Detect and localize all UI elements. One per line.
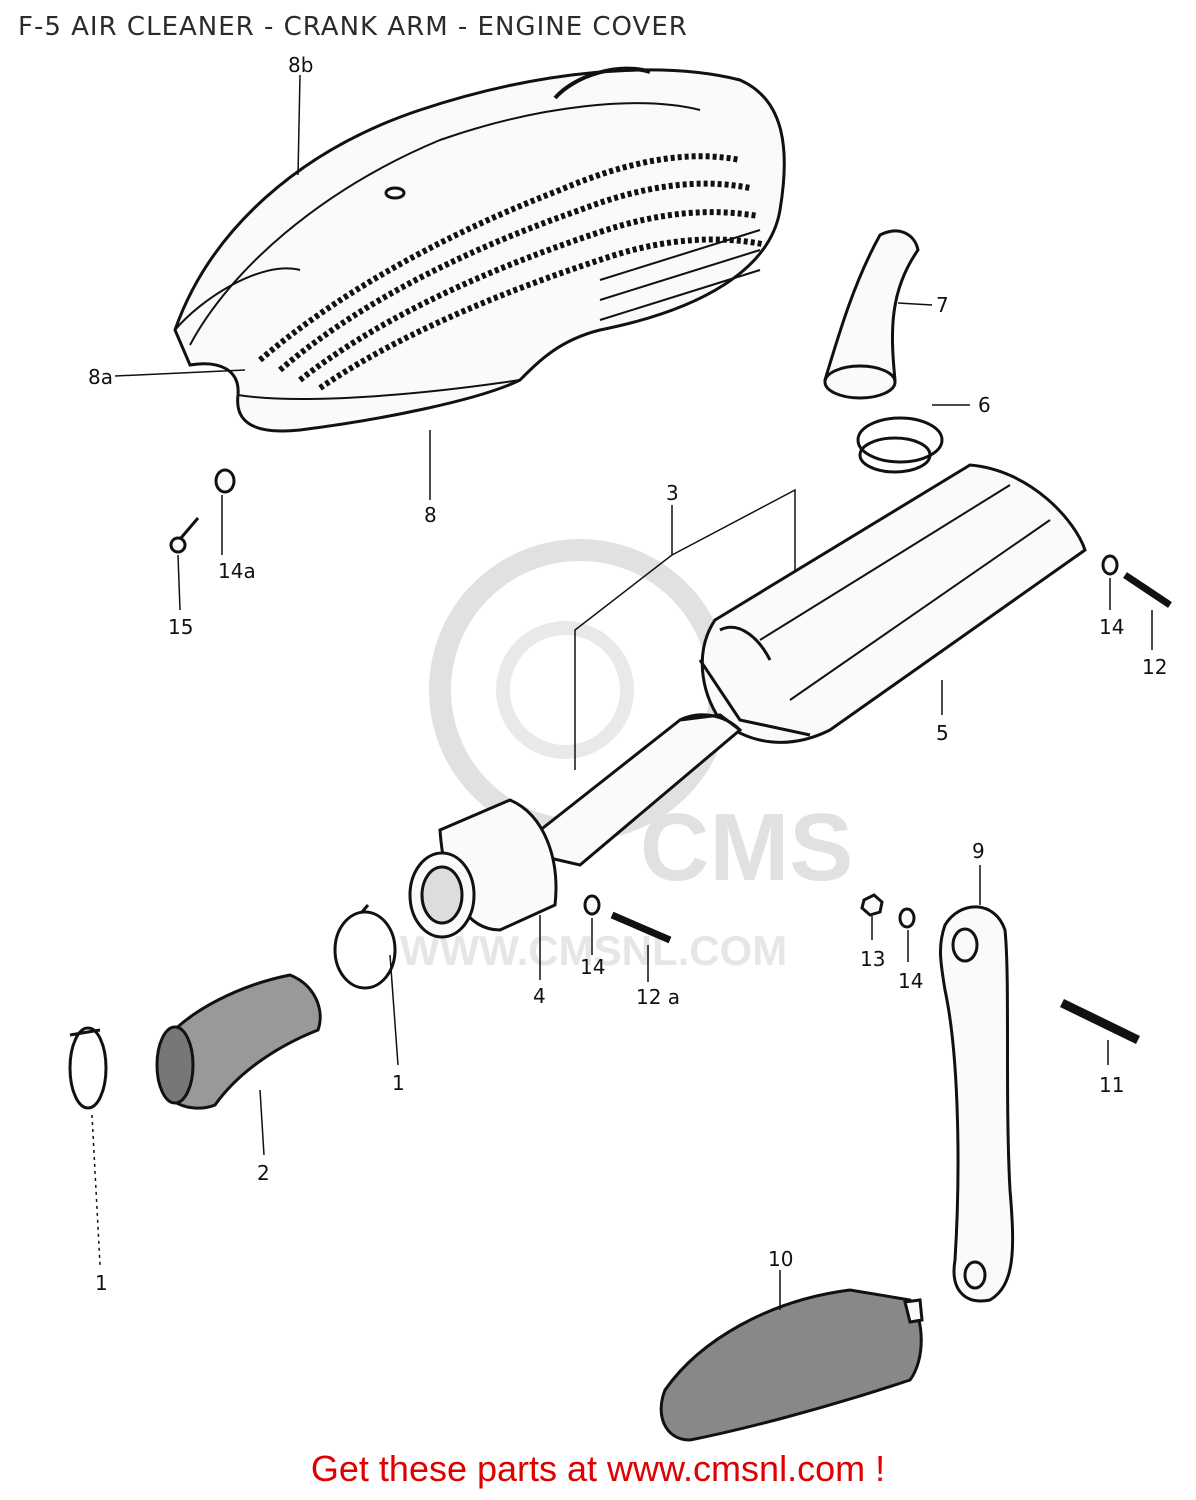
cleaner-case-drawing — [698, 463, 1087, 744]
callout-1-left: 1 — [95, 1271, 108, 1295]
pin-11-icon — [1060, 998, 1140, 1045]
callout-labels: 8b 8a 8 7 6 3 14a 15 14 12 5 9 13 14 14 … — [88, 53, 1167, 1295]
callout-8: 8 — [424, 503, 437, 527]
bolt-12a-icon — [610, 911, 672, 944]
callout-12-right: 12 — [1142, 655, 1167, 679]
callout-14-right: 14 — [1099, 615, 1124, 639]
callout-14-mid: 14 — [898, 969, 923, 993]
washer-14-mid-icon — [898, 907, 916, 929]
wire-clamp-drawing — [68, 1026, 108, 1110]
crank-arm-drawing — [938, 905, 1015, 1303]
washer-14a-icon — [214, 468, 236, 494]
callout-8b: 8b — [288, 53, 313, 77]
page-title: F-5 AIR CLEANER - CRANK ARM - ENGINE COV… — [18, 12, 688, 42]
pedal-drawing — [659, 1288, 924, 1442]
callout-7: 7 — [936, 293, 949, 317]
callout-5: 5 — [936, 721, 949, 745]
callout-8a: 8a — [88, 365, 113, 389]
footer-link[interactable]: Get these parts at www.cmsnl.com ! — [310, 1448, 886, 1489]
watermark-face-icon — [496, 621, 634, 759]
hardware-drawing — [169, 468, 1172, 1045]
connecting-tube-drawing — [155, 973, 322, 1110]
callout-9: 9 — [972, 839, 985, 863]
washer-14-right-icon — [1101, 554, 1119, 576]
engine-cover-drawing — [173, 66, 786, 433]
callout-4: 4 — [533, 984, 546, 1008]
callout-11: 11 — [1099, 1073, 1124, 1097]
watermark-ring — [429, 539, 731, 841]
callout-15: 15 — [168, 615, 193, 639]
callout-2: 2 — [257, 1161, 270, 1185]
hose-clamp-drawing — [333, 904, 397, 990]
elbow-duct-drawing — [823, 229, 920, 400]
leader-lines — [91, 74, 1153, 1310]
ring-gasket-drawing — [856, 416, 944, 474]
watermark-brand: CMS — [640, 794, 853, 901]
callout-14a: 14a — [218, 559, 256, 583]
callout-13: 13 — [860, 947, 885, 971]
air-filter-element-drawing — [408, 713, 743, 939]
callout-12a: 12 a — [636, 985, 680, 1009]
callout-3: 3 — [666, 481, 679, 505]
callout-14-center: 14 — [580, 955, 605, 979]
callout-10: 10 — [768, 1247, 793, 1271]
bolt-12-icon — [1123, 572, 1172, 608]
nut-13-icon — [860, 893, 884, 917]
washer-14-center-icon — [583, 894, 601, 916]
watermark-url: WWW.CMSNL.COM — [400, 927, 787, 974]
callout-6: 6 — [978, 393, 991, 417]
callout-1-clamp: 1 — [392, 1071, 405, 1095]
